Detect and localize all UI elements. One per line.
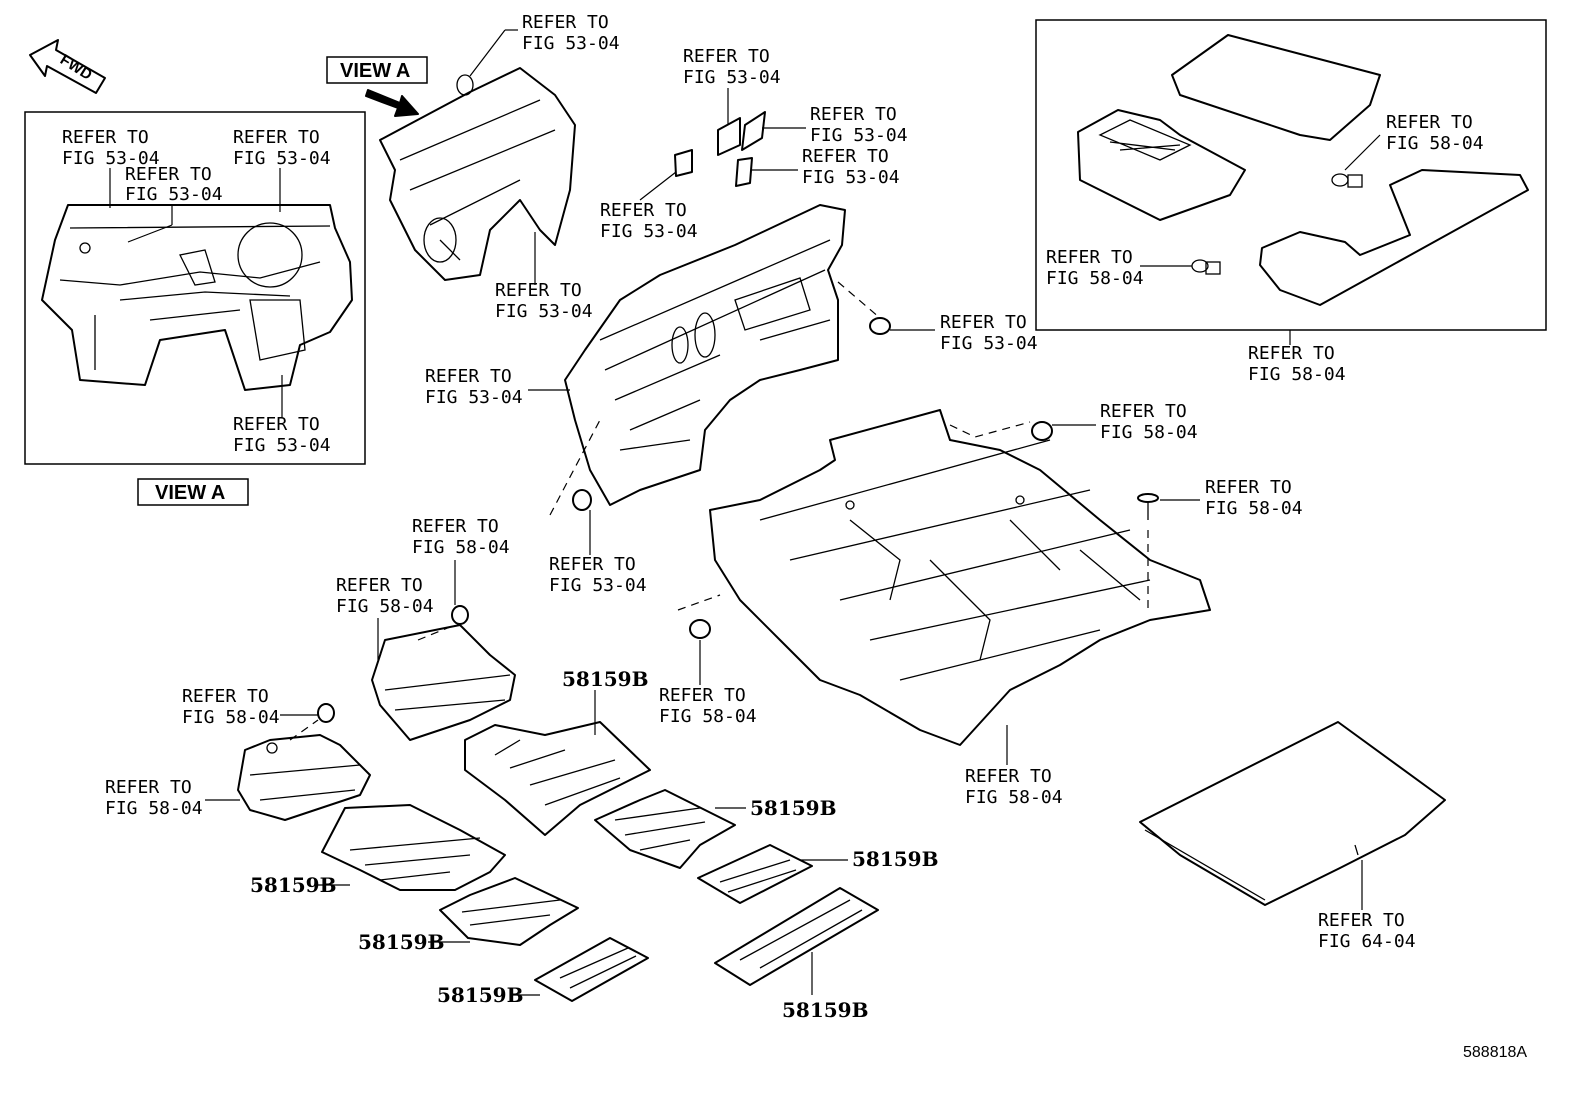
fig-label-8: FIG 53-04 bbox=[425, 387, 523, 408]
refer-label-19: REFER TO bbox=[336, 575, 423, 596]
refer-label-18: REFER TO bbox=[412, 516, 499, 537]
silencer-pad-4-drawing bbox=[714, 887, 879, 986]
refer-label-11: REFER TO bbox=[1046, 247, 1133, 268]
refer-label-12: REFER TO bbox=[1248, 343, 1335, 364]
refer-label-20: REFER TO bbox=[182, 686, 269, 707]
silencer-pad-1-drawing bbox=[464, 721, 651, 836]
grommet-front-duct-drawing bbox=[317, 703, 335, 723]
refer-label-14: REFER TO bbox=[1205, 477, 1292, 498]
inset-refer-label-4: REFER TO bbox=[233, 414, 320, 435]
rear-heater-duct-cover-drawing bbox=[371, 624, 516, 741]
fig-label-16: FIG 58-04 bbox=[965, 787, 1063, 808]
dash-insulator-upper-drawing bbox=[379, 67, 576, 281]
floor-mat-inset-frame bbox=[1035, 19, 1547, 331]
silencer-pad-6-drawing bbox=[439, 877, 579, 946]
inset-fig-label-4: FIG 53-04 bbox=[233, 435, 331, 456]
inset-refer-label-3: REFER TO bbox=[233, 127, 320, 148]
part-number-label-6: 58159B bbox=[358, 930, 444, 954]
refer-label-6: REFER TO bbox=[600, 200, 687, 221]
pad-d-drawing bbox=[674, 149, 693, 177]
silencer-pad-2-drawing bbox=[594, 789, 736, 869]
grommet-carpet-top-drawing bbox=[1031, 421, 1053, 441]
refer-label-4: REFER TO bbox=[810, 104, 897, 125]
refer-label-8: REFER TO bbox=[425, 366, 512, 387]
silencer-pad-5-drawing bbox=[321, 804, 506, 891]
fig-label-19: FIG 58-04 bbox=[336, 596, 434, 617]
fig-label-2: FIG 53-04 bbox=[495, 301, 593, 322]
refer-label-9: REFER TO bbox=[549, 554, 636, 575]
fig-label-21: FIG 58-04 bbox=[105, 798, 203, 819]
fig-label-18: FIG 58-04 bbox=[412, 537, 510, 558]
fig-label-14: FIG 58-04 bbox=[1205, 498, 1303, 519]
fig-label-6: FIG 53-04 bbox=[600, 221, 698, 242]
pad-a-drawing bbox=[717, 117, 741, 156]
refer-label-1: REFER TO bbox=[522, 12, 609, 33]
inset-refer-label-2: REFER TO bbox=[125, 164, 212, 185]
fig-label-17: FIG 64-04 bbox=[1318, 931, 1416, 952]
view-a-bottom-box bbox=[137, 478, 249, 506]
inset-fig-label-1: FIG 53-04 bbox=[62, 148, 160, 169]
inset-refer-label-1: REFER TO bbox=[62, 127, 149, 148]
fig-label-5: FIG 53-04 bbox=[802, 167, 900, 188]
refer-label-7: REFER TO bbox=[940, 312, 1027, 333]
fig-label-11: FIG 58-04 bbox=[1046, 268, 1144, 289]
view-a-top-box bbox=[326, 56, 428, 84]
part-number-label-2: 58159B bbox=[750, 796, 836, 820]
inset-fig-label-2: FIG 53-04 bbox=[125, 184, 223, 205]
refer-label-13: REFER TO bbox=[1100, 401, 1187, 422]
grommet-right-drawing bbox=[869, 317, 891, 335]
part-number-label-4: 58159B bbox=[782, 998, 868, 1022]
part-number-label-1: 58159B bbox=[562, 667, 648, 691]
clip-drawing bbox=[1137, 493, 1159, 520]
floor-mats-drawing bbox=[1077, 34, 1529, 306]
part-number-label-5: 58159B bbox=[250, 873, 336, 897]
luggage-mat-drawing bbox=[1139, 721, 1446, 906]
grommet-carpet-left-drawing bbox=[689, 619, 711, 639]
fig-label-1: FIG 53-04 bbox=[522, 33, 620, 54]
inset-fig-label-3: FIG 53-04 bbox=[233, 148, 331, 169]
refer-label-3: REFER TO bbox=[683, 46, 770, 67]
refer-label-15: REFER TO bbox=[659, 685, 746, 706]
refer-label-5: REFER TO bbox=[802, 146, 889, 167]
grommet-lower-drawing bbox=[572, 489, 592, 511]
silencer-pad-7-drawing bbox=[534, 937, 649, 1002]
fig-label-9: FIG 53-04 bbox=[549, 575, 647, 596]
view-a-inset-frame bbox=[24, 111, 366, 465]
fig-label-4: FIG 53-04 bbox=[810, 125, 908, 146]
pad-c-drawing bbox=[735, 157, 753, 187]
pad-b-drawing bbox=[741, 111, 766, 151]
view-a-top-label: VIEW A bbox=[340, 60, 410, 82]
floor-carpet-drawing bbox=[709, 409, 1211, 746]
fig-label-10: FIG 58-04 bbox=[1386, 133, 1484, 154]
fig-label-13: FIG 58-04 bbox=[1100, 422, 1198, 443]
fwd-arrow-icon: FWD bbox=[29, 39, 106, 94]
refer-label-16: REFER TO bbox=[965, 766, 1052, 787]
view-a-bottom-label: VIEW A bbox=[155, 482, 225, 504]
refer-label-2: REFER TO bbox=[495, 280, 582, 301]
fig-label-3: FIG 53-04 bbox=[683, 67, 781, 88]
grommet-duct-drawing bbox=[451, 605, 469, 625]
part-number-label-3: 58159B bbox=[852, 847, 938, 871]
fig-label-7: FIG 53-04 bbox=[940, 333, 1038, 354]
fig-label-15: FIG 58-04 bbox=[659, 706, 757, 727]
silencer-pad-3-drawing bbox=[697, 844, 813, 904]
view-a-dash-panel-drawing bbox=[41, 204, 353, 391]
fig-label-20: FIG 58-04 bbox=[182, 707, 280, 728]
drawing-reference-number: 588818A bbox=[1463, 1044, 1527, 1061]
fig-label-12: FIG 58-04 bbox=[1248, 364, 1346, 385]
dash-panel-silencer-drawing bbox=[564, 204, 846, 506]
refer-label-10: REFER TO bbox=[1386, 112, 1473, 133]
refer-label-17: REFER TO bbox=[1318, 910, 1405, 931]
part-number-label-7: 58159B bbox=[437, 983, 523, 1007]
view-a-arrow-icon bbox=[365, 89, 419, 117]
front-duct-cover-drawing bbox=[237, 734, 371, 821]
refer-label-21: REFER TO bbox=[105, 777, 192, 798]
